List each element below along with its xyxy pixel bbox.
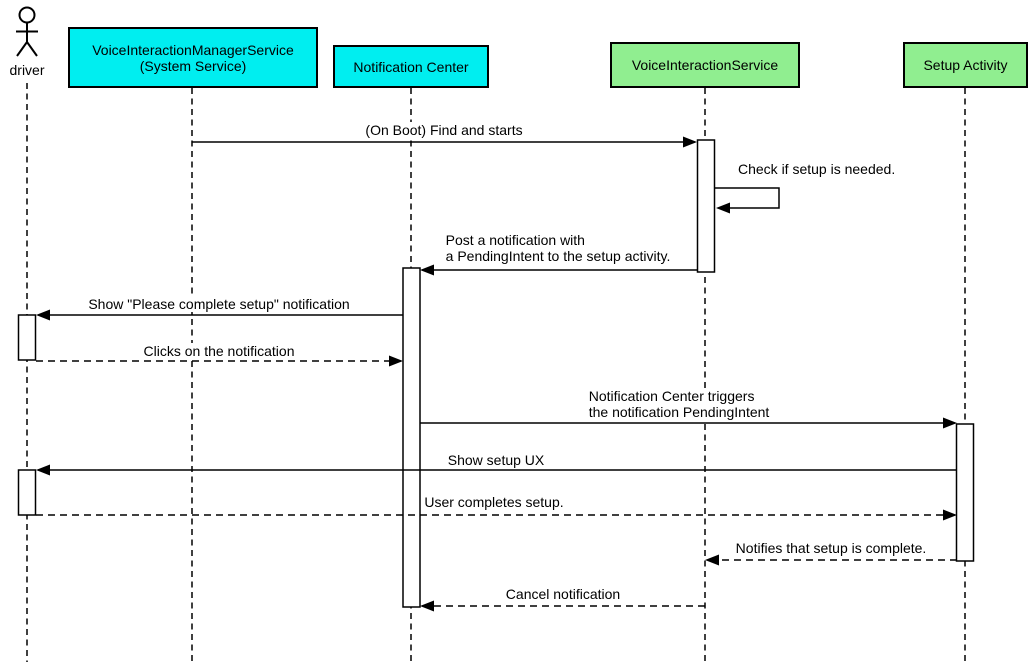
participant-label-vims: VoiceInteractionManagerService (System S… xyxy=(92,41,294,74)
setup-activity-activation xyxy=(955,423,975,562)
message-label-user-completes-setup: User completes setup. xyxy=(422,494,566,510)
notification-center-activation xyxy=(402,267,421,608)
participant-box-setup: Setup Activity xyxy=(903,42,1028,88)
message-user-completes-setup xyxy=(36,509,957,521)
arrowhead-icon xyxy=(683,136,697,148)
arrowhead-icon xyxy=(420,264,434,276)
message-on-boot-find-and-starts xyxy=(192,136,697,148)
message-label-nc-triggers-pendingintent: Notification Center triggers the notific… xyxy=(586,388,772,420)
arrowhead-icon xyxy=(716,202,730,214)
message-show-complete-setup-notification xyxy=(36,309,403,321)
message-label-on-boot-find-and-starts: (On Boot) Find and starts xyxy=(363,122,525,138)
message-post-notification xyxy=(420,264,697,276)
message-label-show-complete-setup-notification: Show "Please complete setup" notificatio… xyxy=(86,296,352,312)
arrowhead-icon xyxy=(705,554,719,566)
actor-label: driver xyxy=(9,62,45,78)
arrowhead-icon xyxy=(943,509,957,521)
message-label-show-setup-ux: Show setup UX xyxy=(445,452,547,468)
message-cancel-notification xyxy=(420,600,705,612)
message-label-check-if-setup-is-needed: Check if setup is needed. xyxy=(736,161,898,177)
participant-box-nc: Notification Center xyxy=(333,45,489,88)
participant-label-vis: VoiceInteractionService xyxy=(631,57,779,73)
message-label-clicks-on-notification: Clicks on the notification xyxy=(141,343,297,359)
message-notifies-setup-complete xyxy=(705,554,957,566)
participant-box-vims: VoiceInteractionManagerService (System S… xyxy=(68,27,318,88)
message-check-if-setup-is-needed xyxy=(715,187,780,214)
message-label-post-notification: Post a notification with a PendingIntent… xyxy=(443,232,673,264)
message-nc-triggers-pendingintent xyxy=(420,417,957,429)
message-label-cancel-notification: Cancel notification xyxy=(503,586,623,602)
arrowhead-icon xyxy=(36,309,50,321)
participant-label-nc: Notification Center xyxy=(353,58,469,75)
actor-driver-icon xyxy=(16,6,38,57)
message-clicks-on-notification xyxy=(36,355,403,367)
driver-activation-2 xyxy=(17,469,37,516)
voice-interaction-service-activation xyxy=(696,139,716,273)
arrowhead-icon xyxy=(943,417,957,429)
message-show-setup-ux xyxy=(36,464,957,476)
driver-activation-1 xyxy=(17,314,37,361)
participant-box-vis: VoiceInteractionService xyxy=(610,42,800,88)
message-label-notifies-setup-complete: Notifies that setup is complete. xyxy=(733,540,929,556)
arrowhead-icon xyxy=(36,464,50,476)
arrowhead-icon xyxy=(420,600,434,612)
arrowhead-icon xyxy=(389,355,403,367)
participant-label-setup: Setup Activity xyxy=(923,57,1008,73)
